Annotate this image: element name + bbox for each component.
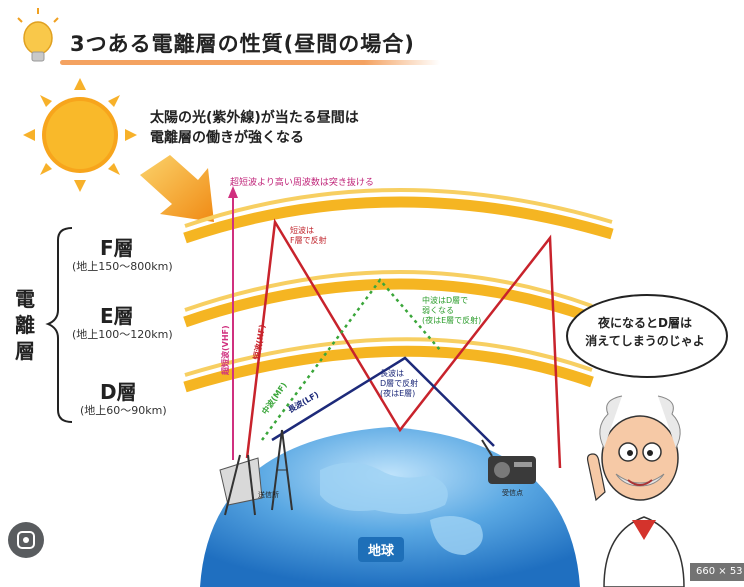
transmitter-label: 送信所 <box>258 491 279 499</box>
page-title: 3つある電離層の性質(昼間の場合) <box>70 32 415 56</box>
professor-illustration <box>586 395 685 587</box>
receiver-label: 受信点 <box>502 489 523 497</box>
mf-note-line-2: 弱くなる <box>422 306 454 315</box>
hf-note-line-2: F層で反射 <box>290 236 327 245</box>
title-underline <box>60 60 440 65</box>
vhf-wave <box>228 186 238 460</box>
lf-wave <box>271 356 495 447</box>
brace-icon <box>45 227 73 423</box>
lf-note-line-3: (夜はE層) <box>380 389 416 398</box>
speech-bubble-line-1: 夜になるとD層は <box>598 316 692 330</box>
vhf-wave-label: 超短波(VHF) <box>220 325 230 376</box>
d-layer-band <box>183 345 594 393</box>
sun-icon <box>23 78 137 192</box>
lf-note-line-2: D層で反射 <box>380 379 419 388</box>
mf-wave <box>260 277 441 441</box>
lf-note: 長波は D層で反射 (夜はE層) <box>380 369 418 399</box>
sun-caption-line-1: 太陽の光(紫外線)が当たる昼間は <box>150 110 359 126</box>
mf-note: 中波はD層で 弱くなる (夜はE層で反射) <box>422 296 481 326</box>
layer-f-altitude: (地上150〜800km) <box>72 260 173 273</box>
vhf-note: 超短波より高い周波数は突き抜ける <box>230 178 374 188</box>
layer-e-name: E層 <box>100 304 134 328</box>
lightbulb-icon <box>17 8 59 62</box>
mf-note-line-3: (夜はE層で反射) <box>422 316 482 325</box>
sun-caption-line-2: 電離層の働きが強くなる <box>150 130 304 146</box>
layer-d-altitude: (地上60〜90km) <box>80 404 167 417</box>
lf-note-line-1: 長波は <box>380 369 404 378</box>
radio-receiver-icon <box>481 439 536 484</box>
earth <box>200 427 580 587</box>
hf-note-line-1: 短波は <box>290 226 314 235</box>
ionosphere-label: 電離層 <box>15 287 35 363</box>
layer-f: F層 <box>100 232 134 261</box>
f-layer-band <box>183 196 614 244</box>
layer-d: D層 <box>100 376 137 405</box>
earth-label: 地球 <box>358 537 405 562</box>
speech-bubble-text: 夜になるとD層は 消えてしまうのじゃよ <box>579 314 711 350</box>
hf-note: 短波は F層で反射 <box>290 226 327 246</box>
google-lens-icon[interactable] <box>8 522 44 558</box>
sun-caption: 太陽の光(紫外線)が当たる昼間は 電離層の働きが強くなる <box>150 108 359 148</box>
layer-e: E層 <box>100 300 134 329</box>
mf-note-line-1: 中波はD層で <box>422 296 469 305</box>
layer-d-name: D層 <box>100 380 137 404</box>
layer-e-altitude: (地上100〜120km) <box>72 328 173 341</box>
transmitter-tower-icon <box>219 429 293 516</box>
layer-f-name: F層 <box>100 236 134 260</box>
ionosphere-bands <box>183 196 614 393</box>
e-layer-band <box>183 278 594 328</box>
hf-wave <box>245 218 562 469</box>
arrow-icon <box>140 155 214 222</box>
dimension-badge: 660 × 53 <box>690 563 744 581</box>
speech-bubble <box>566 294 728 378</box>
lf-wave-label: 長波(LF) <box>286 389 320 415</box>
speech-bubble-line-2: 消えてしまうのじゃよ <box>585 334 705 348</box>
